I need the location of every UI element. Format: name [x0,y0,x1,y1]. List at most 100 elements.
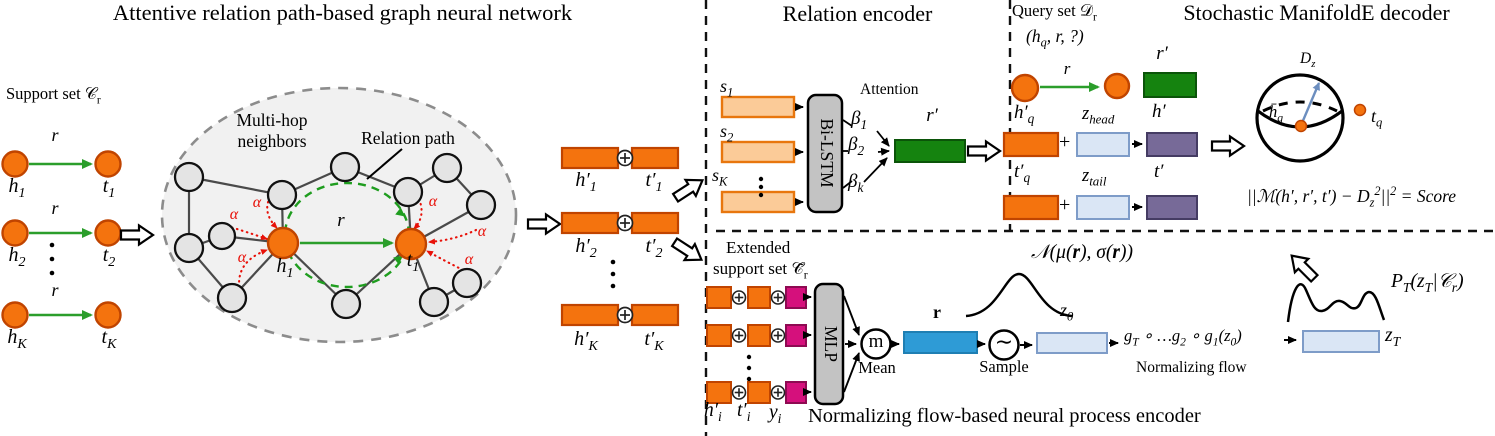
multihop-label-line1: Multi-hop [236,110,308,130]
arrow-graph-to-embeds [526,212,562,236]
flow-composition-label: gT ∘ …g2 ∘ g1(z0) [1124,326,1242,349]
hq-dot [1294,119,1308,133]
arrow-support-to-graph [119,223,155,247]
gaussian-curve [965,272,1073,318]
relation-label: r [51,198,59,218]
score-formula: ||ℳ(h′, r′, t′) − Dz2||2 = Score [1247,184,1457,210]
relation-encoder-shapes [720,93,966,214]
bilstm-box [806,93,844,214]
hi-label: h′i [704,400,722,424]
flow-density-curve [1286,283,1386,323]
extended-label-line1: Extended [726,238,791,257]
stochastic-embedding-rects [1146,132,1198,220]
vertical-dots [49,242,55,276]
vertical-dots [758,176,764,198]
alpha-label: α [464,251,474,268]
oplus-icon [616,149,634,324]
hq-embedding-label: h′q [1014,102,1035,126]
oplus-icon [731,290,786,400]
relation-path-arrowhead [395,207,406,217]
tail-embedding-label: t′1 [645,169,663,195]
s2-label: s2 [720,121,734,145]
alpha-label: α [237,249,247,266]
tq-dot [1353,103,1367,117]
query-head-node [1010,73,1040,103]
tq-label: tq [1371,106,1383,130]
mlp-box [813,282,845,406]
mlp-to-mean-lines [843,295,860,393]
t1-node-label: t1 [406,249,420,275]
head-label: h1 [8,175,26,201]
tail-embedding-label: t′K [644,328,664,354]
alpha-label: α [428,193,438,210]
dz-label: Dz [1300,50,1316,71]
r-prime-label: r′ [1156,43,1168,64]
attention-label: Attention [860,81,919,98]
relation-label: r [51,280,59,300]
yi-label: yi [769,402,782,426]
embedding-pairs [560,146,680,327]
multihop-label-line2: neighbors [237,131,307,151]
mean-symbol: m [868,331,884,352]
label-squares [785,286,807,404]
normalizing-flow-label: Normalizing flow [1136,359,1247,376]
zT-label: zT [1385,325,1401,349]
h-out-label: h′ [1152,101,1166,122]
plus-sign: + [1059,131,1071,153]
betak-label: βk [848,171,864,195]
z0-rect [1036,332,1108,354]
relation-embedding-rect [894,139,966,163]
t-out-label: t′ [1154,161,1164,182]
manifold-sphere [1255,73,1367,163]
mean-circle [860,328,892,360]
head-node-h1 [266,226,300,260]
extended-label-line2: support set 𝒞̃r [713,259,808,282]
latent-rects [1076,132,1130,220]
query-triple-label: (hq, r, ?) [1026,26,1084,50]
query-embedding-rects [1002,131,1060,221]
entity-node [1,150,122,329]
vertical-dots [746,354,752,382]
r-vector-label: r [933,302,941,322]
relation-label: r [1063,59,1071,78]
arrow-np-to-decoder [1290,254,1320,284]
zT-rect [1302,330,1380,353]
tail-node-t1 [394,227,428,261]
gaussian-label: 𝒩(μ(r), σ(r)) [1031,242,1134,263]
vertical-dots [610,259,616,289]
z0-label: z0 [1060,300,1074,324]
support-set-label: Support set 𝒞r [6,84,101,107]
radius-arrow [1300,82,1321,124]
head-embedding-label: h′K [574,328,598,354]
decoder-title: Stochastic ManifoldE decoder [1183,0,1450,25]
beta-to-r-arrows [863,130,890,183]
neighborhood-graph [160,86,518,344]
arrow-query-to-decoder [1210,134,1246,158]
relation-label: r [337,210,345,231]
tq-embedding-label: t′q [1014,161,1031,185]
query-set-shapes [1002,72,1198,221]
mlp-label: MLP [821,326,841,362]
s1-label: s1 [720,76,734,100]
arrow-encoder-to-query [966,139,1002,163]
tail-embedding-label: t′2 [645,235,663,261]
sample-circle [988,329,1020,361]
r-prime-rect [1143,72,1197,98]
equator-back-arc [1262,100,1338,113]
arrow-embeds-to-np [670,236,704,262]
z-head-label: zhead [1082,104,1115,127]
mean-label: Mean [858,358,896,377]
extended-pair-squares [706,286,771,404]
path-step-rects [720,95,796,214]
tail-label: t1 [102,175,116,201]
relation-path-label: Relation path [361,128,455,148]
sample-label: Sample [979,357,1029,376]
plus-sign: + [1059,194,1071,216]
support-set-triples [1,150,122,329]
beta1-label: β1 [851,108,868,132]
relation-label: r [51,125,59,145]
sample-symbol: ∼ [994,329,1014,354]
tail-label: t2 [102,244,116,270]
head-embedding-label: h′1 [575,169,597,195]
